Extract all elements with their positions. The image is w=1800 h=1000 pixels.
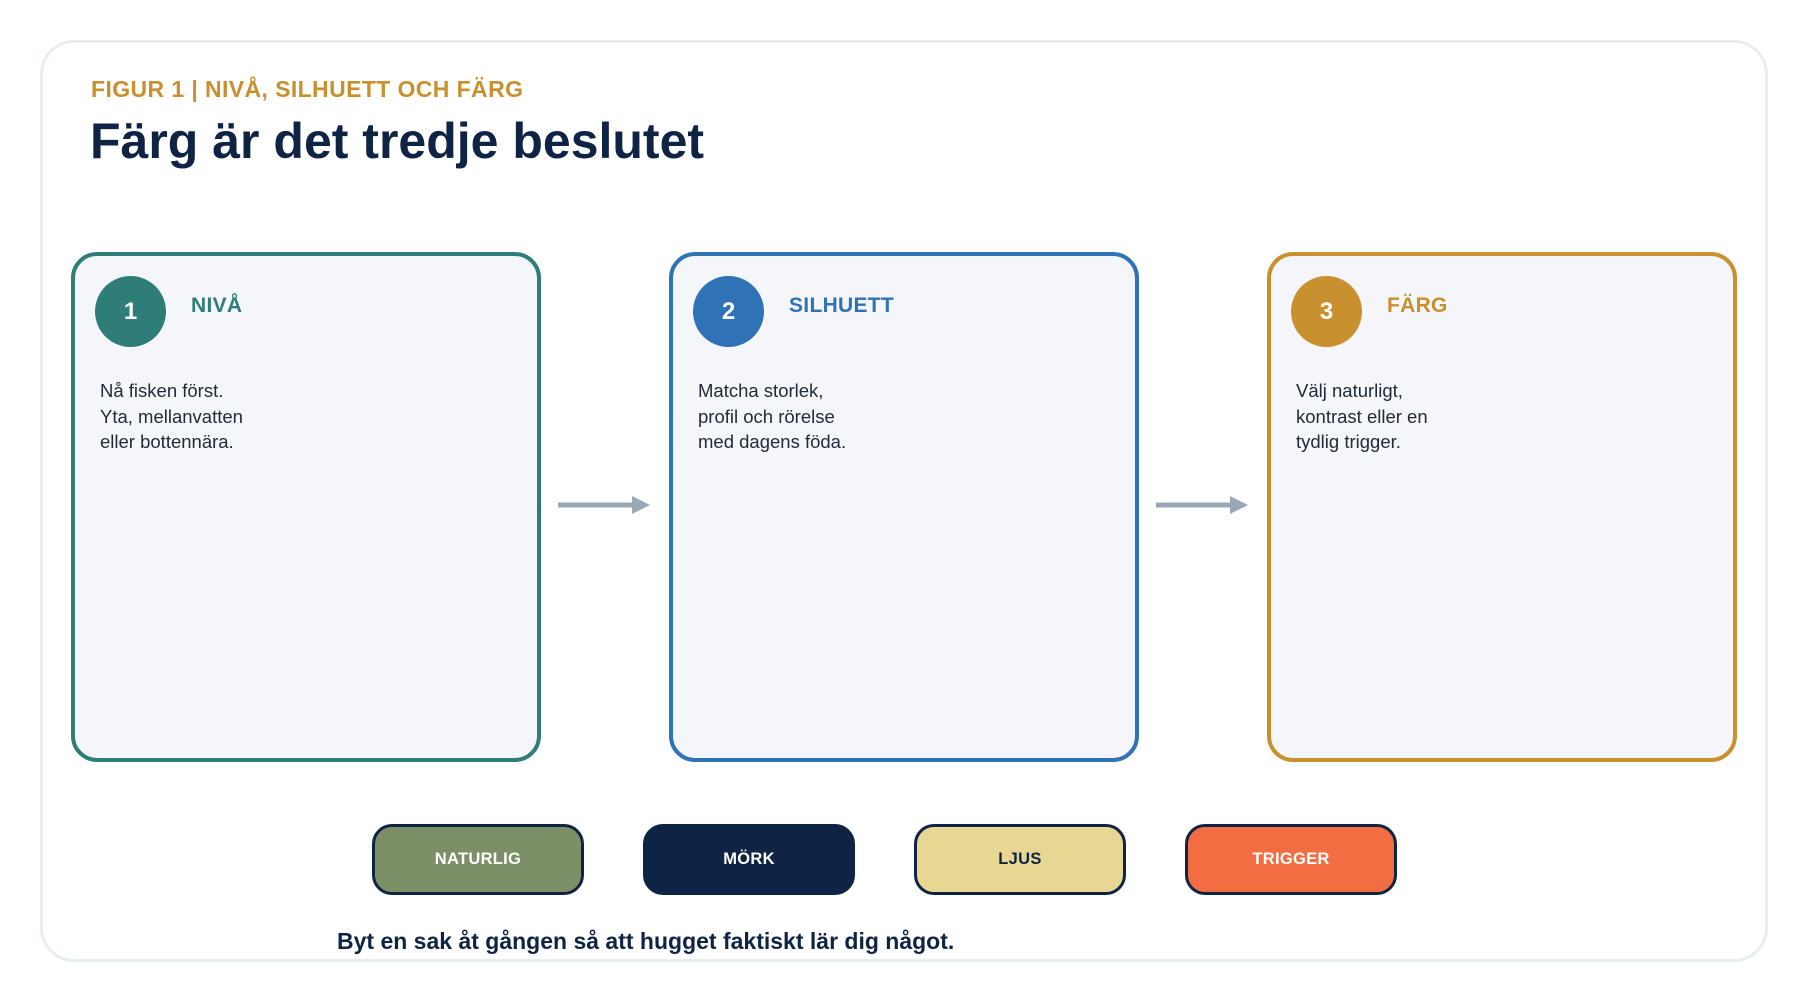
step-description-line: profil och rörelse xyxy=(698,405,835,427)
step-card-niva: 1 NIVÅ Nå fisken först. Yta, mellanvatte… xyxy=(71,252,541,762)
figure-eyebrow: FIGUR 1 | NIVÅ, SILHUETT OCH FÄRG xyxy=(91,76,524,102)
step-description: Välj naturligt, kontrast eller en tydlig… xyxy=(1296,378,1428,455)
step-description-line: kontrast eller en xyxy=(1296,405,1428,427)
step-description-line: Välj naturligt, xyxy=(1296,380,1403,401)
step-card-farg: 3 FÄRG Välj naturligt, kontrast eller en… xyxy=(1267,252,1737,762)
step-card-silhuett: 2 SILHUETT Matcha storlek, profil och rö… xyxy=(669,252,1139,762)
flow-arrow-icon xyxy=(1156,496,1248,514)
color-chip-mork: MÖRK xyxy=(643,824,855,895)
color-chip-ljus: LJUS xyxy=(914,824,1126,895)
step-description-line: tydlig trigger. xyxy=(1296,431,1401,452)
figure-title: Färg är det tredje beslutet xyxy=(90,113,705,169)
step-heading: NIVÅ xyxy=(191,294,243,317)
step-description-line: Matcha storlek, xyxy=(698,380,824,401)
step-number-badge: 3 xyxy=(1291,276,1362,347)
step-description-line: eller bottennära. xyxy=(100,431,234,452)
color-chip-naturlig: NATURLIG xyxy=(372,824,584,895)
step-description: Matcha storlek, profil och rörelse med d… xyxy=(698,378,846,455)
step-description-line: Yta, mellanvatten xyxy=(100,405,243,427)
step-description: Nå fisken först. Yta, mellanvatten eller… xyxy=(100,378,243,455)
step-description-line: med dagens föda. xyxy=(698,431,847,452)
step-number-badge: 1 xyxy=(95,276,166,347)
step-heading: SILHUETT xyxy=(789,294,895,317)
color-chip-trigger: TRIGGER xyxy=(1185,824,1397,895)
step-description-line: Nå fisken först. xyxy=(100,380,224,401)
figure-caption: Byt en sak åt gången så att hugget fakti… xyxy=(337,928,955,954)
step-heading: FÄRG xyxy=(1387,294,1448,317)
flow-arrow-icon xyxy=(558,496,650,514)
step-number-badge: 2 xyxy=(693,276,764,347)
